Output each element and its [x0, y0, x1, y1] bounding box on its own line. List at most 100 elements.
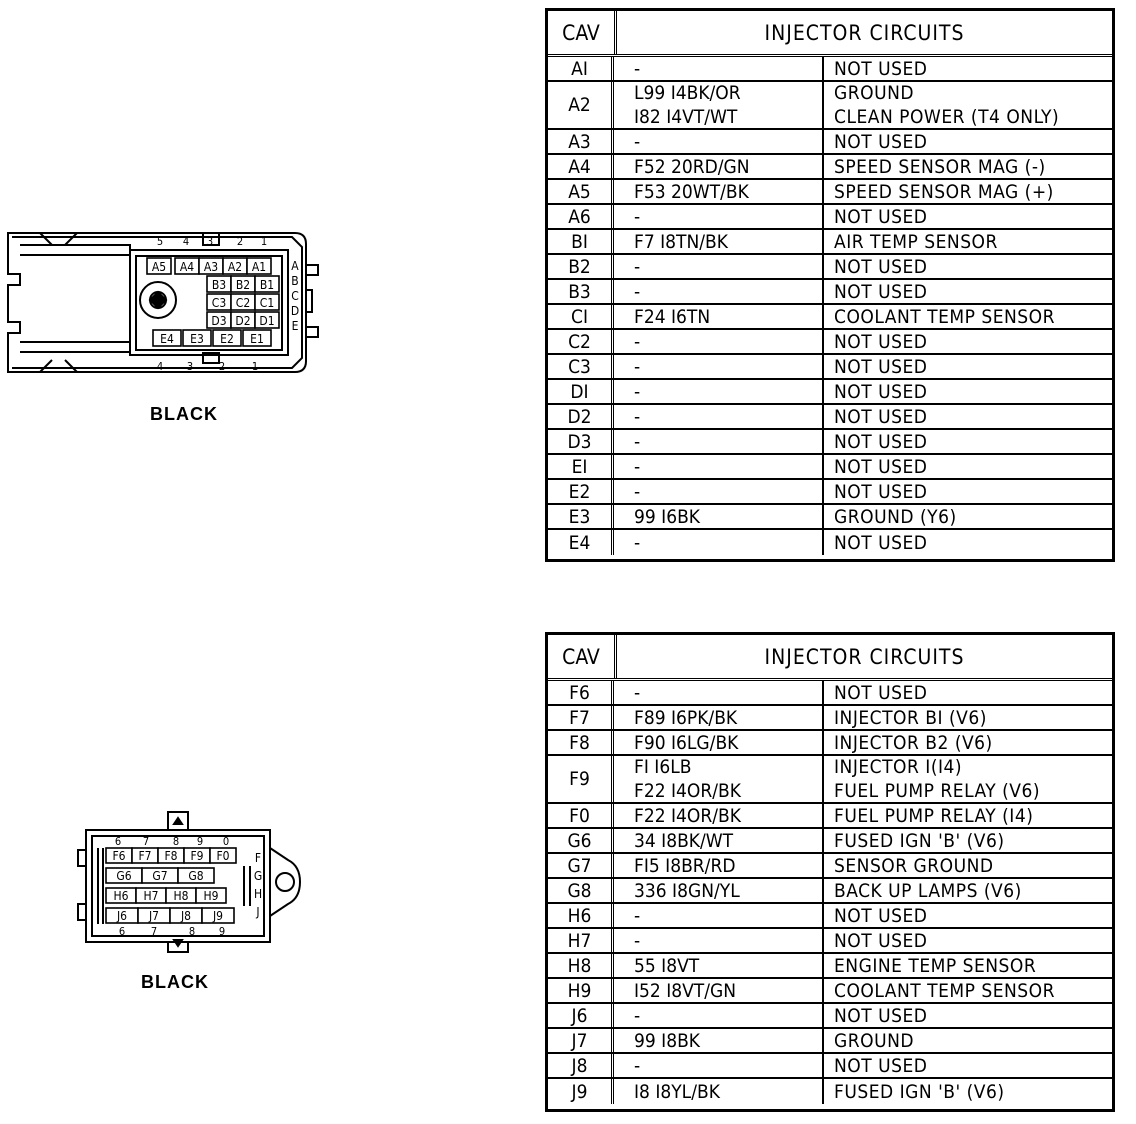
bottom-table-header-title: INJECTOR CIRCUITS — [764, 644, 965, 669]
wire-code: F22 I4OR/BK — [614, 804, 824, 827]
wire-code: - — [614, 1004, 824, 1027]
wire-code-line: F89 I6PK/BK — [634, 706, 738, 729]
pin-column-number: 0 — [223, 835, 229, 848]
wire-code-line: - — [634, 355, 641, 378]
cavity-label: A3 — [204, 260, 218, 274]
cavity-label: A5 — [152, 260, 166, 274]
cavity-label: H9 — [204, 889, 219, 903]
wire-code-line: 99 I8BK — [634, 1029, 701, 1052]
top-table-row-d2: D2-NOT USED — [548, 405, 1112, 430]
circuit-function-line: INJECTOR B2 (V6) — [834, 731, 993, 754]
pin-column-number: 3 — [207, 235, 213, 248]
cavity-label: E1 — [250, 332, 264, 346]
wire-code-line: F24 I6TN — [634, 305, 711, 328]
pin-column-number: 8 — [173, 835, 179, 848]
pin-column-number: 7 — [151, 925, 157, 938]
cavity-id: C2 — [548, 330, 614, 353]
circuit-function: NOT USED — [824, 681, 1112, 704]
bottom-table-row-j8: J8-NOT USED — [548, 1054, 1112, 1079]
cavity-label: F0 — [216, 849, 229, 863]
cavity-box — [152, 329, 182, 347]
circuit-function: AIR TEMP SENSOR — [824, 230, 1112, 253]
circuit-function: GROUND — [824, 1029, 1112, 1052]
wire-code-line: F22 I4OR/BK — [634, 804, 741, 827]
wire-code-line: I8 I8YL/BK — [634, 1080, 720, 1103]
top-table-row-c3: C3-NOT USED — [548, 355, 1112, 380]
cavity-box — [254, 293, 280, 311]
wire-code: - — [614, 904, 824, 927]
wire-code: - — [614, 57, 824, 80]
bottom-table-row-h7: H7-NOT USED — [548, 929, 1112, 954]
circuit-function-line: ENGINE TEMP SENSOR — [834, 954, 1037, 977]
wire-code-line: I82 I4VT/WT — [634, 106, 738, 128]
circuit-function: INJECTOR BI (V6) — [824, 706, 1112, 729]
circuit-function: NOT USED — [824, 430, 1112, 453]
pin-column-number: 9 — [197, 835, 203, 848]
wire-code-line: F22 I4OR/BK — [634, 780, 741, 802]
wire-code: FI5 I8BR/RD — [614, 854, 824, 877]
cavity-box — [177, 867, 215, 884]
wire-code: F7 I8TN/BK — [614, 230, 824, 253]
cavity-label: A4 — [180, 260, 194, 274]
circuit-function-line: GROUND — [834, 1029, 915, 1052]
cavity-id: G7 — [548, 854, 614, 877]
circuit-function-line: FUSED IGN 'B' (V6) — [834, 1080, 1005, 1103]
cavity-label: A2 — [228, 260, 242, 274]
top-table-row-ei: EI-NOT USED — [548, 455, 1112, 480]
cavity-label: G8 — [188, 869, 203, 883]
pin-column-number: 6 — [115, 835, 121, 848]
pin-column-number: 2 — [219, 360, 225, 373]
circuit-function-line: SENSOR GROUND — [834, 854, 994, 877]
cavity-id: F7 — [548, 706, 614, 729]
cavity-box — [212, 329, 242, 347]
side-row-letter: H — [254, 887, 262, 901]
cavity-label: B2 — [236, 278, 250, 292]
circuit-function: COOLANT TEMP SENSOR — [824, 305, 1112, 328]
circuit-function: SENSOR GROUND — [824, 854, 1112, 877]
side-row-letter: F — [255, 851, 261, 865]
cavity-id: B2 — [548, 255, 614, 278]
wire-code-line: 99 I6BK — [634, 505, 701, 528]
wire-code-line: - — [634, 455, 641, 478]
cavity-label: J9 — [212, 909, 223, 923]
wire-code: I8 I8YL/BK — [614, 1079, 824, 1104]
cavity-label: G7 — [152, 869, 167, 883]
cavity-box — [182, 329, 212, 347]
cavity-label: D3 — [211, 314, 226, 328]
side-row-letter: D — [291, 304, 299, 318]
wire-code-line: - — [634, 1054, 641, 1077]
circuit-function: NOT USED — [824, 205, 1112, 228]
cavity-id: E4 — [548, 530, 614, 555]
cavity-id: DI — [548, 380, 614, 403]
cavity-id: C3 — [548, 355, 614, 378]
circuit-function: NOT USED — [824, 904, 1112, 927]
wire-code: - — [614, 255, 824, 278]
circuit-function: NOT USED — [824, 255, 1112, 278]
circuit-function-line: NOT USED — [834, 929, 928, 952]
circuit-function-line: SPEED SENSOR MAG (-) — [834, 155, 1046, 178]
top-table-row-b3: B3-NOT USED — [548, 280, 1112, 305]
pin-column-number: 7 — [143, 835, 149, 848]
wire-code: F24 I6TN — [614, 305, 824, 328]
wire-code-line: - — [634, 405, 641, 428]
cavity-box — [201, 907, 235, 924]
circuit-function: NOT USED — [824, 1054, 1112, 1077]
cavity-id: G8 — [548, 879, 614, 902]
cavity-label: E4 — [160, 332, 174, 346]
wire-code: - — [614, 355, 824, 378]
cavity-label: E2 — [220, 332, 234, 346]
pin-column-number: 2 — [237, 235, 243, 248]
circuit-function-line: NOT USED — [834, 531, 928, 554]
side-row-letter: B — [291, 274, 298, 288]
side-row-letter: C — [291, 289, 299, 303]
pin-column-number: 1 — [252, 360, 258, 373]
